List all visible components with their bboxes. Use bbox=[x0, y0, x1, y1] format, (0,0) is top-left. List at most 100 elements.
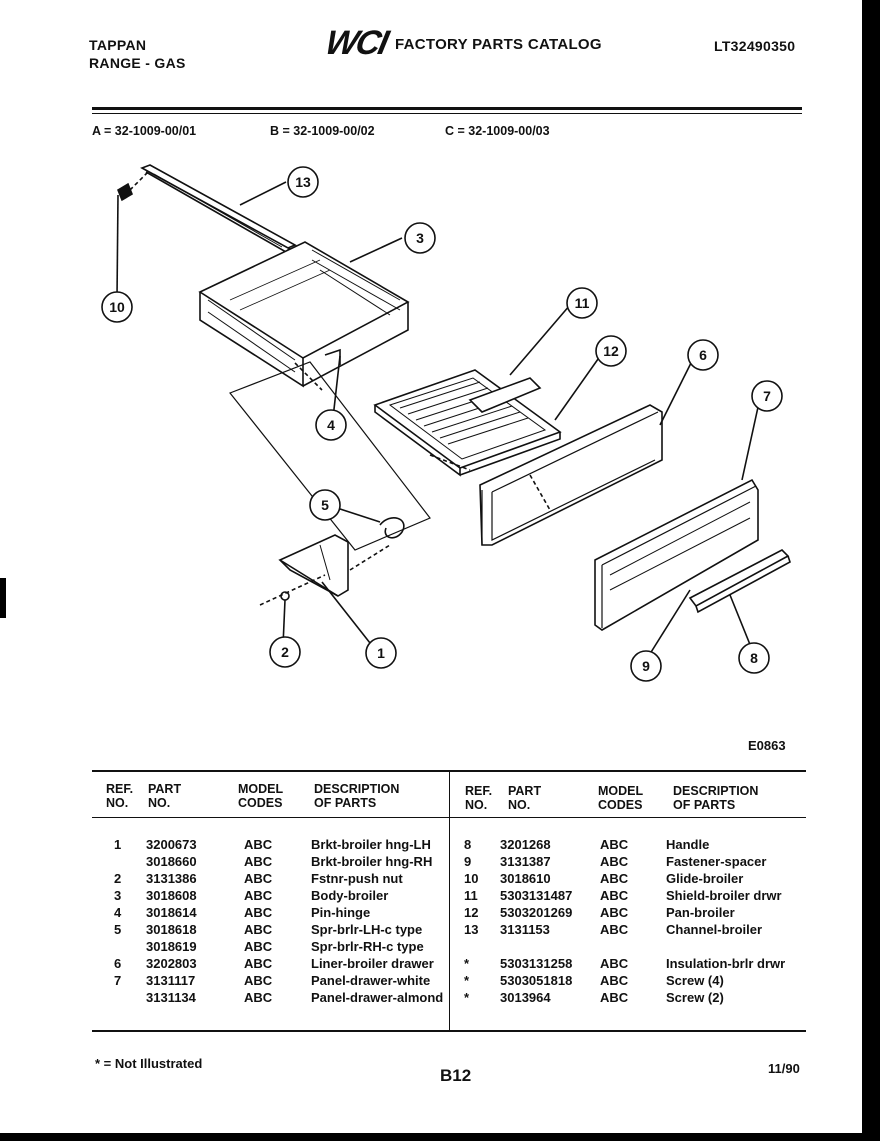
cell-part-no: 3018618 bbox=[146, 922, 197, 937]
cell-description: Insulation-brlr drwr bbox=[666, 956, 786, 971]
cell-ref-no: 2 bbox=[114, 871, 122, 886]
cell-description: Panel-drawer-almond bbox=[311, 990, 444, 1005]
callout-11: 11 bbox=[566, 287, 598, 319]
model-code-c: C = 32-1009-00/03 bbox=[445, 124, 550, 138]
cell-ref-no: 8 bbox=[464, 837, 472, 852]
page-border-bottom bbox=[0, 1133, 880, 1141]
cell-part-no: 3013964 bbox=[500, 990, 551, 1005]
cell-description: Spr-brlr-LH-c type bbox=[311, 922, 423, 937]
cell-part-no: 3202803 bbox=[146, 956, 197, 971]
cell-part-no: 3131153 bbox=[500, 922, 550, 937]
table-column-divider bbox=[449, 770, 450, 1032]
svg-text:9: 9 bbox=[642, 658, 650, 674]
page-border-right bbox=[862, 0, 880, 1141]
cell-model-codes: ABC bbox=[600, 854, 629, 869]
svg-text:13: 13 bbox=[295, 174, 311, 190]
cell-part-no: 3131386 bbox=[146, 871, 197, 886]
cell-part-no: 3131117 bbox=[146, 973, 196, 988]
cell-description: Shield-broiler drwr bbox=[666, 888, 782, 903]
header-desc-right: DESCRIPTION OF PARTS bbox=[673, 784, 759, 812]
cell-part-no: 3200673 bbox=[146, 837, 197, 852]
cell-model-codes: ABC bbox=[600, 871, 629, 886]
cell-part-no: 3201268 bbox=[500, 837, 551, 852]
svg-text:2: 2 bbox=[281, 644, 289, 660]
cell-model-codes: ABC bbox=[244, 905, 273, 920]
part-hinge-bracket bbox=[278, 534, 349, 597]
callout-13: 13 bbox=[287, 166, 319, 198]
cell-model-codes: ABC bbox=[244, 990, 273, 1005]
cell-description: Brkt-broiler hng-LH bbox=[311, 837, 431, 852]
callout-8: 8 bbox=[738, 642, 770, 674]
part-body-broiler bbox=[198, 241, 410, 388]
svg-text:12: 12 bbox=[603, 343, 619, 359]
not-illustrated-note: * = Not Illustrated bbox=[95, 1056, 203, 1071]
cell-description: Body-broiler bbox=[311, 888, 389, 903]
cell-description: Liner-broiler drawer bbox=[311, 956, 434, 971]
cell-description: Handle bbox=[666, 837, 710, 852]
svg-text:6: 6 bbox=[699, 347, 707, 363]
svg-text:5: 5 bbox=[321, 497, 329, 513]
header-rule-top bbox=[92, 107, 802, 110]
model-code-b: B = 32-1009-00/02 bbox=[270, 124, 375, 138]
cell-description: Screw (2) bbox=[666, 990, 724, 1005]
callout-10: 10 bbox=[101, 291, 133, 323]
page-edge-mark bbox=[0, 578, 6, 618]
exploded-parts-diagram: 13 3 10 4 11 12 6 7 5 1 2 9 8 E0863 bbox=[101, 164, 791, 753]
cell-part-no: 3018614 bbox=[146, 905, 197, 920]
catalog-title: FACTORY PARTS CATALOG bbox=[395, 36, 602, 53]
cell-ref-no: 10 bbox=[464, 871, 479, 886]
callout-1: 1 bbox=[365, 637, 397, 669]
table-row: 8 3201268 ABC Handle bbox=[92, 837, 806, 854]
header-model-left: MODEL CODES bbox=[238, 782, 284, 810]
cell-ref-no: 3 bbox=[114, 888, 122, 903]
model-code-a: A = 32-1009-00/01 bbox=[92, 124, 197, 138]
cell-ref-no: 5 bbox=[114, 922, 122, 937]
cell-part-no: 3018619 bbox=[146, 939, 197, 954]
svg-text:11: 11 bbox=[575, 295, 590, 311]
part-drawer-liner bbox=[429, 404, 663, 546]
part-handle bbox=[688, 549, 791, 614]
cell-ref-no: * bbox=[464, 990, 470, 1005]
cell-model-codes: ABC bbox=[244, 888, 273, 903]
header-ref-left: REF. NO. bbox=[106, 782, 134, 810]
cell-ref-no: 12 bbox=[464, 905, 479, 920]
svg-text:8: 8 bbox=[750, 650, 758, 666]
part-drawer-panel bbox=[594, 478, 759, 631]
cell-model-codes: ABC bbox=[244, 837, 273, 852]
callout-3: 3 bbox=[404, 222, 436, 254]
part-glide-channel bbox=[117, 164, 297, 253]
svg-text:10: 10 bbox=[109, 299, 125, 315]
cell-description: Pin-hinge bbox=[311, 905, 371, 920]
svg-text:7: 7 bbox=[763, 388, 771, 404]
cell-model-codes: ABC bbox=[600, 888, 629, 903]
cell-model-codes: ABC bbox=[600, 956, 629, 971]
callout-4: 4 bbox=[315, 409, 347, 441]
header-rule-bottom bbox=[92, 113, 802, 114]
cell-ref-no: 11 bbox=[464, 888, 478, 903]
cell-part-no: 3131134 bbox=[146, 990, 196, 1005]
callout-7: 7 bbox=[751, 380, 783, 412]
cell-ref-no: 13 bbox=[464, 922, 479, 937]
cell-ref-no: * bbox=[464, 973, 470, 988]
svg-text:1: 1 bbox=[377, 645, 385, 661]
cell-model-codes: ABC bbox=[600, 973, 629, 988]
page-number: B12 bbox=[440, 1066, 472, 1085]
cell-part-no: 3018608 bbox=[146, 888, 197, 903]
product-type: RANGE - GAS bbox=[89, 55, 186, 71]
table-row bbox=[92, 939, 806, 956]
header-part-right: PART NO. bbox=[508, 784, 542, 812]
cell-description: Spr-brlr-RH-c type bbox=[311, 939, 424, 954]
catalog-number: LT32490350 bbox=[714, 38, 796, 54]
table-row: 3131134 ABC Panel-drawer-almond bbox=[92, 990, 806, 1007]
